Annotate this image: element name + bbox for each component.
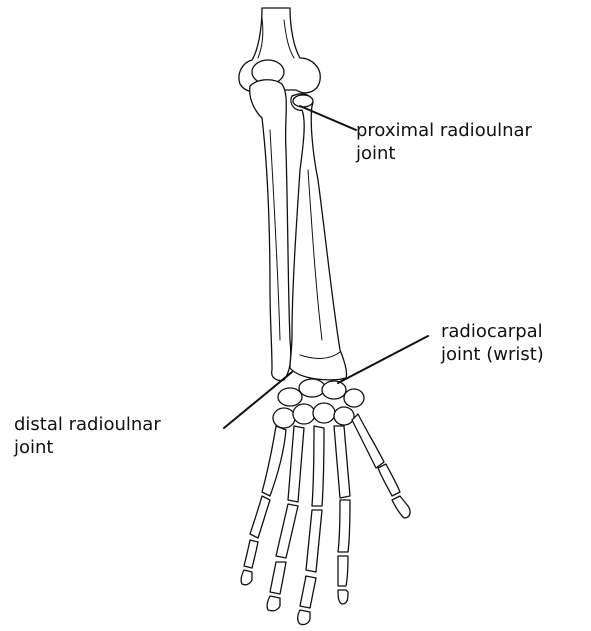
label-proximal-radioulnar-joint: proximal radioulnar joint	[356, 119, 532, 165]
phalanges-thumb	[378, 464, 410, 518]
phalanges-ring-finger	[267, 504, 298, 611]
phalanges-index-finger	[338, 500, 350, 604]
label-distal-radioulnar-joint: distal radioulnar joint	[14, 413, 161, 459]
carpal-bones	[273, 379, 364, 428]
label-radiocarpal-line2: joint (wrist)	[441, 343, 544, 366]
metacarpal-bones	[262, 414, 384, 506]
ulna-bone	[250, 80, 291, 381]
label-distal-line1: distal radioulnar	[14, 413, 161, 436]
phalanges-middle-finger	[298, 510, 322, 625]
leader-line-radiocarpal	[338, 336, 428, 383]
label-proximal-line1: proximal radioulnar	[356, 119, 532, 142]
label-distal-line2: joint	[14, 436, 161, 459]
phalanges-little-finger	[241, 496, 270, 585]
label-radiocarpal-joint: radiocarpal joint (wrist)	[441, 320, 544, 366]
radius-bone	[290, 94, 347, 380]
humerus-bone	[239, 8, 320, 93]
label-radiocarpal-line1: radiocarpal	[441, 320, 544, 343]
label-proximal-line2: joint	[356, 142, 532, 165]
